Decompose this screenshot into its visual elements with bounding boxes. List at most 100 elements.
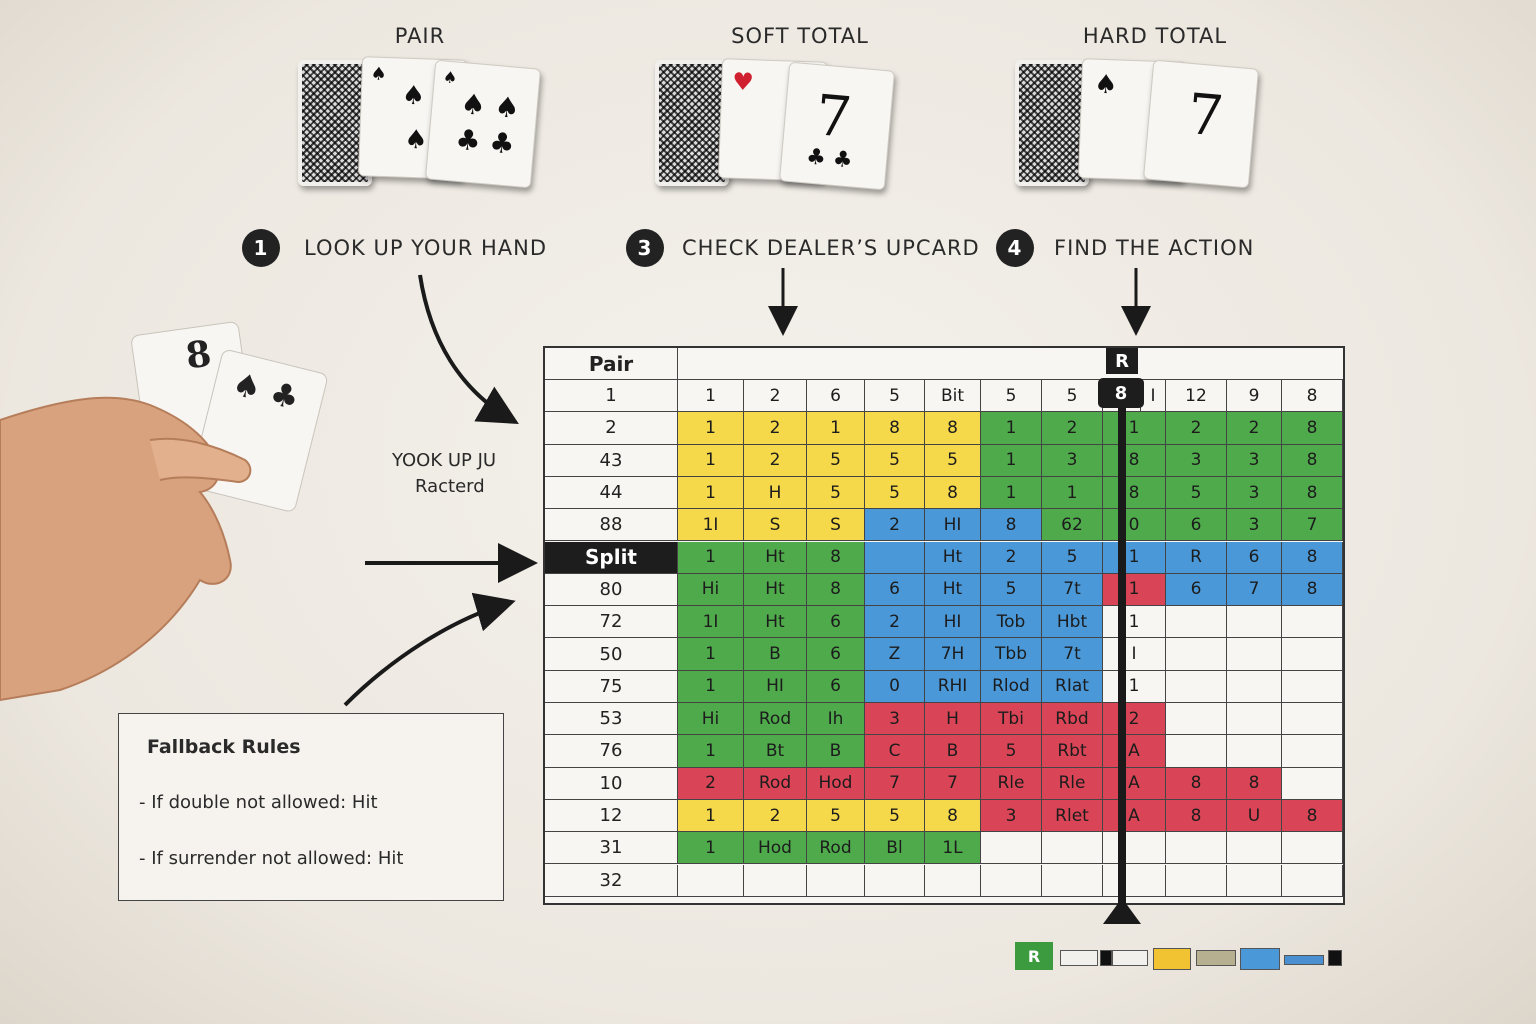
action-cell xyxy=(1227,864,1282,897)
arrow-curved-up xyxy=(343,592,516,707)
fallback-title: Fallback Rules xyxy=(147,736,301,758)
action-cell xyxy=(925,864,981,897)
action-cell xyxy=(1166,735,1227,768)
action-cell: H xyxy=(925,703,981,736)
action-cell: C xyxy=(865,735,925,768)
legend-swatch-blue xyxy=(1240,948,1280,970)
action-cell: 8 xyxy=(1282,799,1343,833)
hand-row-label: 76 xyxy=(545,735,678,768)
action-cell: 62 xyxy=(1042,509,1103,542)
action-cell: 1 xyxy=(981,444,1042,477)
action-cell: 6 xyxy=(807,638,865,671)
action-cell xyxy=(1103,832,1166,865)
action-cell: 5 xyxy=(807,799,865,833)
action-cell: 7 xyxy=(925,767,981,800)
legend-swatch-white xyxy=(1060,950,1098,966)
action-cell: I xyxy=(1103,638,1166,671)
hand-row-label: 72 xyxy=(545,606,678,639)
action-cell: 8 xyxy=(1282,476,1343,510)
action-cell: Rod xyxy=(744,767,807,800)
action-cell: HI xyxy=(925,606,981,639)
action-cell: 2 xyxy=(1166,412,1227,445)
action-cell: 2 xyxy=(1103,703,1166,736)
action-cell xyxy=(1282,606,1343,639)
card-rank: 7 xyxy=(1184,81,1227,150)
action-cell xyxy=(1282,670,1343,703)
pair-card-2: ♠ ♠ ♠ ♣ ♣ xyxy=(424,59,542,189)
action-cell: 3 xyxy=(1042,444,1103,477)
hand-row-label: 75 xyxy=(545,670,678,703)
action-cell: 7t xyxy=(1042,573,1103,607)
hand-row-label: 1 xyxy=(545,380,678,413)
action-cell: 1 xyxy=(678,541,744,574)
action-cell: 1 xyxy=(678,476,744,510)
action-cell xyxy=(1227,735,1282,768)
dealer-column-header: 8 xyxy=(1282,380,1343,413)
action-cell: 8 xyxy=(1282,412,1343,445)
action-cell: Hod xyxy=(807,767,865,800)
action-cell: 5 xyxy=(1166,476,1227,510)
action-cell: 6 xyxy=(1166,573,1227,607)
fallback-rules-box: Fallback Rules - If double not allowed: … xyxy=(118,713,504,901)
spade-icon: ♠ xyxy=(442,67,459,88)
action-cell xyxy=(744,864,807,897)
hand-row-label: 44 xyxy=(545,476,678,510)
action-cell xyxy=(1042,864,1103,897)
action-cell xyxy=(1227,832,1282,865)
action-cell xyxy=(807,864,865,897)
action-cell: 8 xyxy=(1103,476,1166,510)
action-cell: 8 xyxy=(1227,767,1282,800)
action-cell xyxy=(1282,864,1343,897)
action-cell: 8 xyxy=(1166,767,1227,800)
step-text: LOOK UP YOUR HAND xyxy=(304,236,548,260)
action-cell xyxy=(1282,767,1343,800)
action-cell xyxy=(1166,703,1227,736)
action-cell: 1L xyxy=(925,832,981,865)
action-cell: 7 xyxy=(1282,509,1343,542)
dealer-column-header: 2 xyxy=(744,380,807,413)
action-cell xyxy=(1282,735,1343,768)
action-cell: 2 xyxy=(678,767,744,800)
action-cell: 1 xyxy=(1103,670,1166,703)
step-number: 1 xyxy=(242,229,280,267)
step-find-action: 4 FIND THE ACTION xyxy=(996,229,1254,267)
action-cell: 3 xyxy=(1227,476,1282,510)
action-cell: 8 xyxy=(807,541,865,574)
action-cell xyxy=(1166,606,1227,639)
action-cell: S xyxy=(744,509,807,542)
action-cell: 8 xyxy=(925,412,981,445)
hand-row-label: 43 xyxy=(545,444,678,477)
action-cell: A xyxy=(1103,767,1166,800)
action-cell: 1 xyxy=(678,638,744,671)
chart-corner: Pair xyxy=(545,348,678,380)
dealer-column-header: 9 xyxy=(1227,380,1282,413)
dealer-column-header: 5 xyxy=(981,380,1042,413)
action-cell: 5 xyxy=(865,476,925,510)
fallback-rule: - If double not allowed: Hit xyxy=(139,792,378,813)
action-cell: 8 xyxy=(1166,799,1227,833)
step-number: 3 xyxy=(626,229,664,267)
action-cell: 1 xyxy=(678,799,744,833)
action-cell: H xyxy=(744,476,807,510)
action-cell: Tbi xyxy=(981,703,1042,736)
hand-row-label: 53 xyxy=(545,703,678,736)
action-cell: 5 xyxy=(807,444,865,477)
action-cell: 2 xyxy=(744,444,807,477)
action-cell: Ht xyxy=(744,606,807,639)
legend-swatch-olive xyxy=(1196,950,1236,966)
spade-icon: ♠ ♠ xyxy=(459,87,522,126)
hard-total-caption: HARD TOTAL xyxy=(1082,24,1228,48)
side-label-line1: YOOK UP JU xyxy=(392,450,497,471)
action-cell: 5 xyxy=(981,735,1042,768)
action-cell: 8 xyxy=(1103,444,1166,477)
hand-illustration xyxy=(0,321,328,702)
marker-top: R xyxy=(1106,348,1138,374)
spade-icon: ♠ xyxy=(1093,69,1119,101)
step-look-up: 1 LOOK UP YOUR HAND xyxy=(242,229,547,267)
action-cell: Rle xyxy=(1042,767,1103,800)
action-cell: 2 xyxy=(981,541,1042,574)
action-cell: A xyxy=(1103,735,1166,768)
action-cell: 7H xyxy=(925,638,981,671)
legend-swatch-black xyxy=(1328,950,1342,966)
action-cell xyxy=(1282,703,1343,736)
